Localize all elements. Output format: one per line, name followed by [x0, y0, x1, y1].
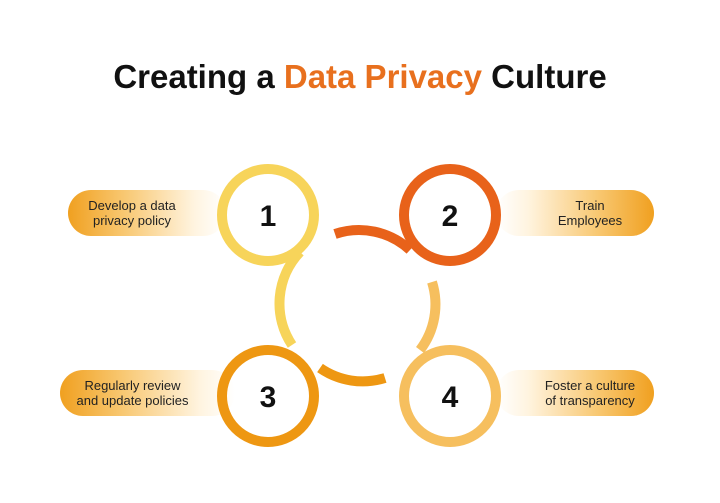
connector-3: [317, 363, 387, 387]
step-1-ring: [217, 164, 319, 266]
connector-4: [415, 280, 441, 354]
step-4-number: 4: [442, 381, 459, 414]
step-4-ring: [399, 345, 501, 447]
title-highlight: Data Privacy: [283, 58, 482, 95]
step-2-ring: [399, 164, 501, 266]
step-2-number: 2: [442, 200, 459, 233]
page-title: Creating a Data Privacy Culture: [0, 58, 720, 96]
title-prefix: Creating a: [113, 58, 284, 95]
connector-2: [333, 225, 414, 254]
step-3-number: 3: [260, 381, 277, 414]
title-suffix: Culture: [482, 58, 607, 95]
connector-1: [274, 248, 304, 348]
step-1-number: 1: [260, 200, 277, 233]
step-3-ring: [217, 345, 319, 447]
